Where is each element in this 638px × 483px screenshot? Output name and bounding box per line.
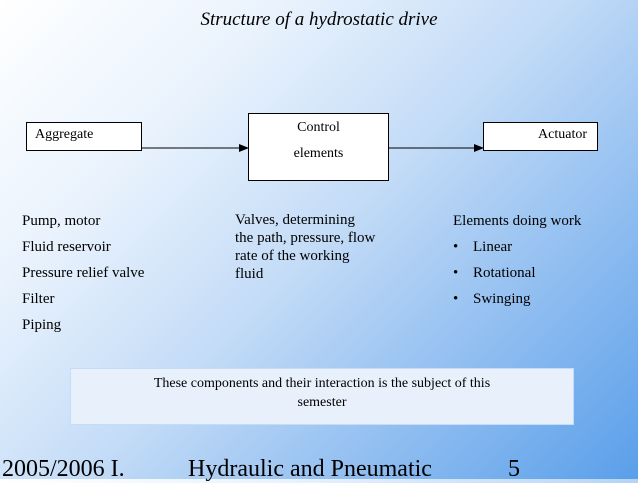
description-line: the path, pressure, flow xyxy=(235,230,376,246)
footer-page-number: 5 xyxy=(508,456,520,482)
control-label-line1: Control xyxy=(297,120,340,135)
bullet-icon: • xyxy=(453,265,459,281)
list-item: Fluid reservoir xyxy=(22,239,111,255)
note-line2: semester xyxy=(297,395,347,410)
list-item: • Swinging xyxy=(453,289,581,315)
list-item: Filter xyxy=(22,291,55,307)
bullet-label: Linear xyxy=(473,239,513,255)
list-item: Pump, motor xyxy=(22,213,101,229)
slide-title: Structure of a hydrostatic drive xyxy=(200,9,438,30)
bullet-icon: • xyxy=(453,291,459,307)
description-line: rate of the working xyxy=(235,248,350,264)
list-item: • Linear xyxy=(453,237,581,263)
bullet-label: Swinging xyxy=(473,291,531,307)
description-line: fluid xyxy=(235,266,264,282)
control-elements-box: Control elements xyxy=(248,113,389,181)
actuator-box: Actuator xyxy=(483,122,598,151)
control-label-line2: elements xyxy=(293,146,344,161)
list-item: • Rotational xyxy=(453,263,581,289)
actuator-types-list: Elements doing work •Linear •Rotational … xyxy=(453,211,581,315)
list-item: Piping xyxy=(22,317,62,333)
bullet-label: Rotational xyxy=(473,265,536,281)
control-description: Valves, determining the path, pressure, … xyxy=(235,211,415,283)
aggregate-label: Aggregate xyxy=(35,127,94,142)
bullet-icon: • xyxy=(453,239,459,255)
note-line1: These components and their interaction i… xyxy=(153,376,491,391)
semester-note: These components and their interaction i… xyxy=(70,368,574,425)
list-item: Pressure relief valve xyxy=(22,265,145,281)
aggregate-box: Aggregate xyxy=(26,122,142,151)
footer-course: Hydraulic and Pneumatic xyxy=(188,456,432,482)
description-line: Valves, determining xyxy=(235,212,355,228)
actuator-label: Actuator xyxy=(538,127,587,142)
actuator-heading: Elements doing work xyxy=(453,213,582,229)
aggregate-components-list: Pump, motor Fluid reservoir Pressure rel… xyxy=(22,211,144,341)
footer-date: 2005/2006 I. xyxy=(2,456,125,482)
